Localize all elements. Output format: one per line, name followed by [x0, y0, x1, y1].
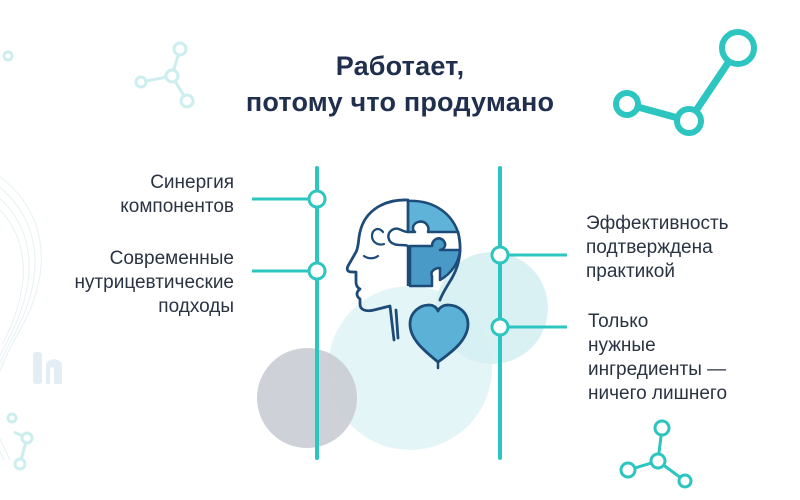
molecule-icon [2, 41, 195, 109]
node-left-1 [307, 189, 327, 209]
title-line-2: потому что продумано [245, 87, 555, 117]
feature-text-line: Синергия [150, 172, 234, 193]
feature-text-line: компонентов [120, 196, 234, 217]
feature-text-line: нужные [588, 335, 656, 356]
feature-text-line: Современные [109, 248, 234, 269]
head-puzzle-icon [345, 198, 462, 342]
feature-text-line: Эффективность [586, 213, 729, 234]
background-circle-grey [257, 348, 357, 448]
node-right-2 [490, 317, 510, 337]
feature-text-line: ингредиенты — [588, 359, 727, 380]
feature-modern-approaches: Современные нутрицевтические подходы [74, 247, 234, 319]
feature-text-line: Только [588, 311, 649, 332]
molecule-icon [619, 419, 693, 489]
feature-text-line: ничего лишнего [588, 383, 728, 404]
node-left-2 [307, 261, 327, 281]
feature-text-line: подходы [158, 296, 234, 317]
feature-proven-effectiveness: Эффективность подтверждена практикой [586, 212, 729, 284]
node-right-1 [490, 245, 510, 265]
wave-lines-decoration [0, 176, 42, 461]
feature-synergy: Синергия компонентов [120, 171, 234, 219]
title-line-1: Работает, [335, 51, 465, 81]
page-title: Работает, потому что продумано [0, 48, 800, 120]
molecule-icon [6, 412, 34, 471]
heart-icon [408, 303, 470, 364]
feature-only-needed-ingredients: Только нужные ингредиенты — ничего лишне… [588, 310, 727, 406]
feature-text-line: нутрицевтические [74, 272, 234, 293]
feature-text-line: практикой [586, 261, 675, 282]
molecule-icon [613, 29, 757, 136]
feature-text-line: подтверждена [586, 237, 713, 258]
logo-mark [33, 352, 62, 384]
